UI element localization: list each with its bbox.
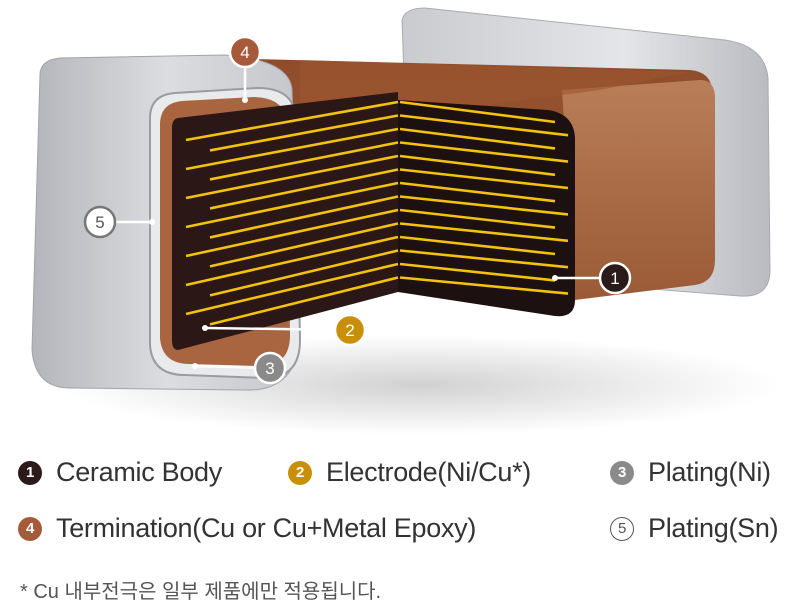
legend-item-electrode: 2 Electrode(Ni/Cu*) [288, 457, 531, 488]
cutaway-right-section [398, 100, 575, 317]
electrode-line [399, 141, 569, 163]
electrode-line [399, 114, 569, 137]
badge-4: 4 [18, 516, 42, 541]
ceramic-body-side [562, 80, 715, 300]
electrode-line [399, 262, 556, 282]
badge-2: 2 [288, 460, 312, 485]
electrode-line [399, 100, 556, 124]
callouts: 1 2 3 4 5 [83, 35, 632, 385]
callout-number: 3 [265, 359, 274, 378]
electrode-line [185, 208, 399, 258]
legend-label: Plating(Sn) [648, 513, 779, 543]
legend-item-termination: 4 Termination(Cu or Cu+Metal Epoxy) [18, 513, 476, 544]
electrode-line [399, 249, 569, 269]
electrode-line [399, 168, 569, 190]
electrode-line [399, 195, 569, 216]
electrode-line [209, 276, 399, 326]
legend-label: Electrode(Ni/Cu*) [326, 457, 531, 487]
callout-number: 5 [95, 213, 104, 232]
callout-leader-line [204, 326, 351, 332]
electrode-line [185, 235, 399, 287]
electrode-line [185, 262, 399, 316]
electrode-line [399, 276, 569, 295]
callout-anchor-dot [202, 325, 208, 331]
callout-circle [83, 205, 117, 239]
callout-circle [333, 313, 367, 347]
internal-electrodes [185, 100, 569, 326]
mlcc-cutaway-illustration: 1 2 3 4 5 [31, 7, 780, 435]
callout-anchor-dot [242, 97, 248, 103]
legend: 1 Ceramic Body 2 Electrode(Ni/Cu*) 3 Pla… [0, 445, 800, 605]
callout-circle [228, 35, 262, 69]
electrode-line [399, 181, 556, 203]
callout-anchor-dot [192, 363, 198, 369]
electrode-line [185, 127, 399, 171]
badge-5: 5 [610, 516, 634, 541]
badge-1: 1 [18, 460, 42, 485]
legend-label: Ceramic Body [56, 457, 222, 487]
callout-anchor-dot [552, 275, 558, 281]
electrode-line [209, 195, 399, 239]
electrode-line [399, 154, 556, 177]
electrode-line [185, 181, 399, 229]
callout-circle [253, 351, 287, 385]
badge-3: 3 [610, 460, 634, 485]
callout-number: 1 [610, 269, 619, 288]
electrode-line [209, 114, 399, 152]
electrode-line [399, 222, 569, 243]
callout-circle [598, 261, 632, 295]
electrode-line [185, 100, 399, 142]
legend-item-plating-ni: 3 Plating(Ni) [610, 457, 771, 488]
callout-number: 4 [240, 43, 249, 62]
electrode-line [209, 222, 399, 268]
electrode-line [399, 208, 556, 229]
electrode-line [209, 249, 399, 297]
legend-label: Termination(Cu or Cu+Metal Epoxy) [56, 513, 477, 543]
electrode-line [209, 141, 399, 181]
electrode-line [185, 154, 399, 200]
electrode-line [209, 168, 399, 210]
callout-anchor-dot [149, 219, 155, 225]
legend-item-plating-sn: 5 Plating(Sn) [610, 513, 779, 544]
legend-label: Plating(Ni) [648, 457, 771, 487]
electrode-line [399, 127, 556, 150]
callout-number: 2 [345, 321, 354, 340]
legend-item-ceramic-body: 1 Ceramic Body [18, 457, 222, 488]
electrode-line [399, 235, 556, 256]
footnote: * Cu 내부전극은 일부 제품에만 적용됩니다. [20, 581, 382, 603]
